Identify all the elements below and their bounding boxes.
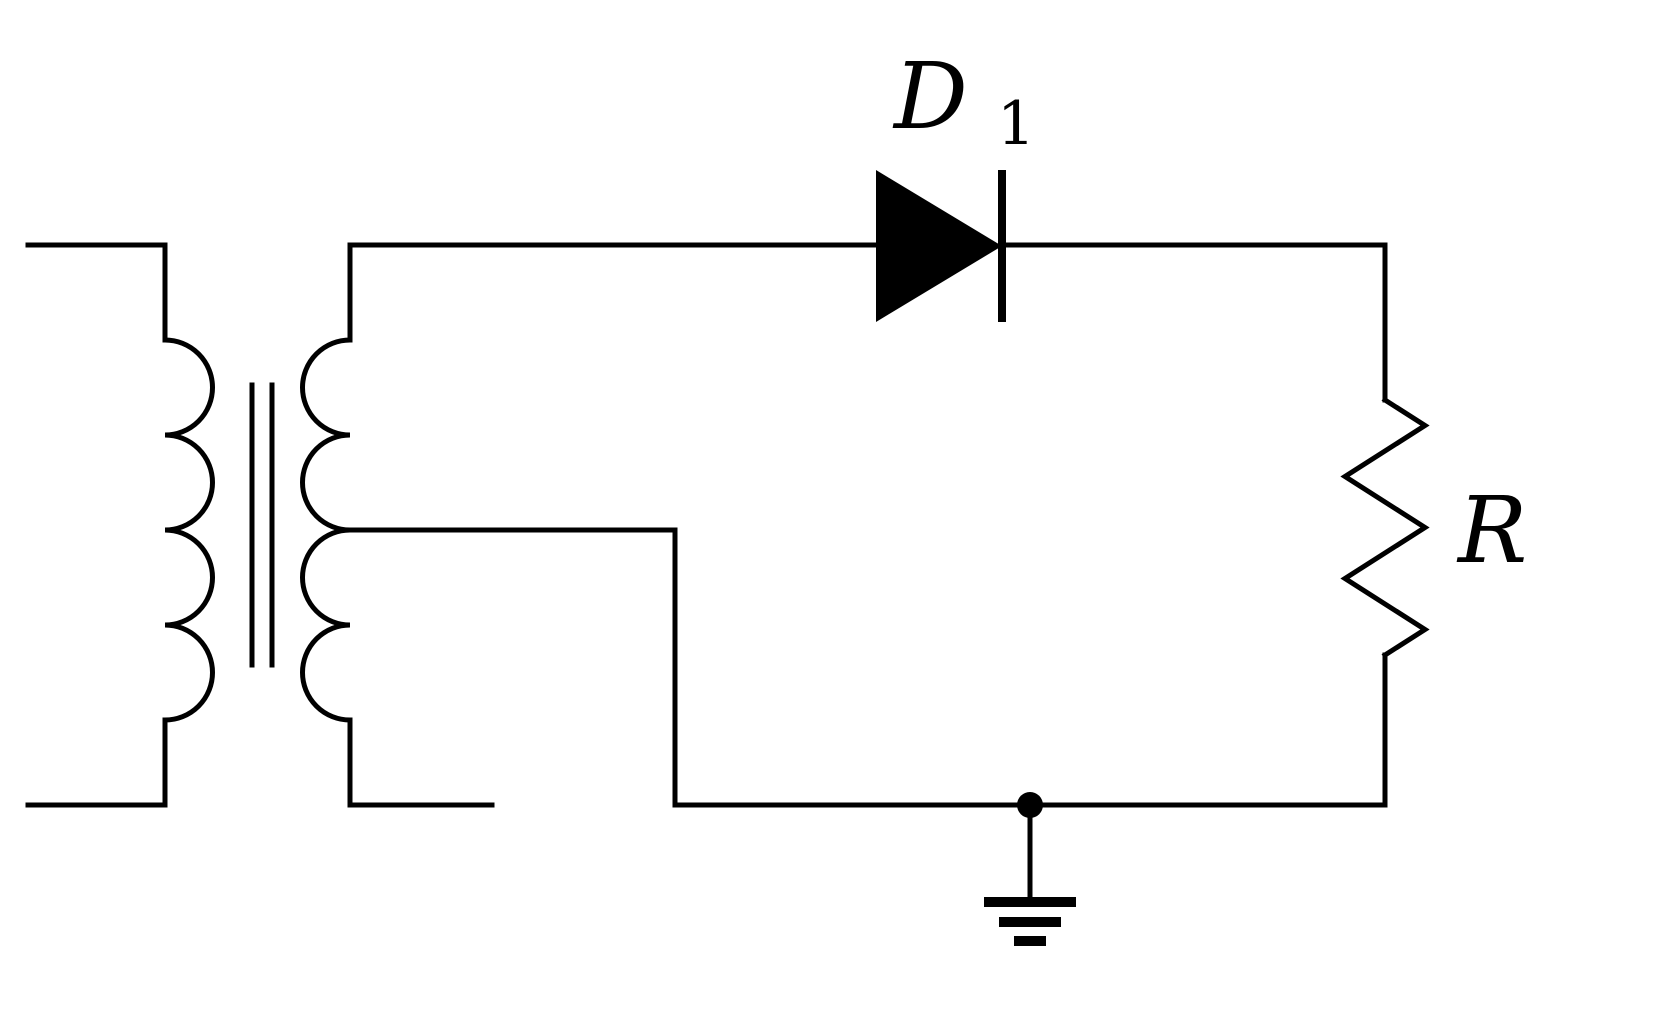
wire-diode-to-resistor [999, 242, 1388, 403]
junction-dot-icon [1017, 792, 1043, 818]
diode-label-base: D [892, 43, 968, 150]
wire-secondary-top [347, 242, 879, 343]
diode-label: D 1 [892, 43, 1035, 159]
diode-label-subscript: 1 [997, 89, 1035, 159]
wire-secondary-bottom-stub [347, 717, 495, 808]
wire-secondary-tap [347, 527, 678, 808]
diode-triangle [876, 170, 1002, 322]
transformer-secondary-coil-icon [300, 337, 353, 723]
wire-bottom-rail [672, 652, 1388, 808]
wire-primary-top-lead [25, 242, 168, 343]
resistor-icon [1340, 396, 1430, 659]
wire-group [25, 242, 1430, 899]
ground-icon [984, 897, 1076, 946]
resistor-label: R [1456, 477, 1527, 584]
diode-icon [876, 170, 1006, 322]
wire-primary-bottom-lead [25, 717, 168, 808]
transformer-primary-coil-icon [162, 337, 215, 723]
